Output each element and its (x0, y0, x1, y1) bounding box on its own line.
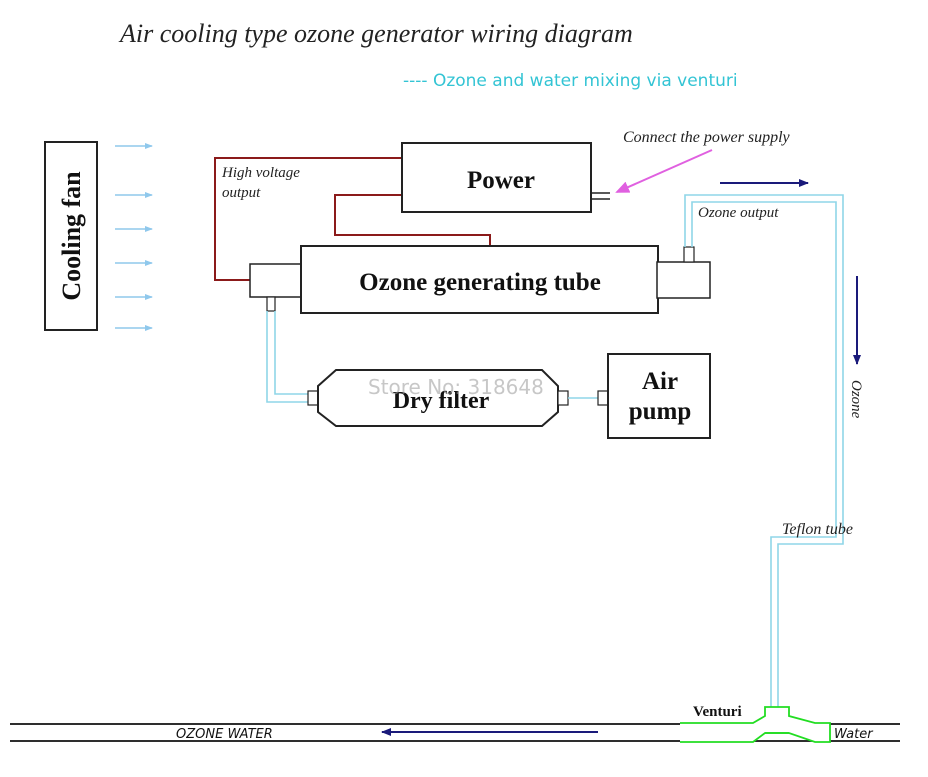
store-watermark: Store No: 318648 (368, 375, 544, 399)
cooling-fan: Cooling fan (44, 141, 98, 331)
ozone-tube-label: Ozone generating tube (359, 269, 601, 296)
dry-filter-label: Dry filter (393, 388, 490, 414)
diagram-title: Air cooling type ozone generator wiring … (118, 19, 633, 48)
high-voltage-wires (214, 157, 491, 281)
connect-power-label: Connect the power supply (623, 129, 791, 146)
flow-arrows (381, 179, 861, 736)
teflon-tube-label: Teflon tube (782, 521, 853, 538)
power-unit: Power (401, 142, 610, 213)
air-pump-label-line2: pump (629, 398, 692, 425)
dry-filter: Dry filter (307, 369, 569, 427)
cooling-fan-label: Cooling fan (57, 171, 86, 301)
water-label: Water (834, 727, 874, 742)
ozone-output-label: Ozone output (698, 205, 779, 221)
hv-wire-inner (334, 194, 491, 246)
tube-filter-outer (266, 311, 312, 403)
high-voltage-label-line1: High voltage (221, 165, 300, 181)
air-pump: Air pump (597, 353, 711, 439)
connect-power-pointer (615, 149, 713, 193)
tube-filter-inner (274, 311, 312, 395)
venturi-label: Venturi (693, 704, 742, 720)
ozone-label: Ozone (848, 380, 864, 419)
teflon-tubing (266, 194, 844, 708)
venturi (680, 706, 831, 743)
hv-wire-outer (214, 157, 402, 281)
legend-text: ---- Ozone and water mixing via venturi (403, 71, 738, 91)
fan-airflow-arrows (115, 143, 153, 331)
high-voltage-label-line2: output (222, 185, 261, 201)
tube-outlet-outer (684, 194, 844, 708)
ozone-water-label: OZONE WATER (176, 727, 273, 742)
power-label: Power (467, 167, 535, 194)
ozone-generating-tube: Ozone generating tube (249, 245, 711, 314)
tube-outlet-inner (691, 201, 837, 708)
air-pump-label-line1: Air (642, 368, 678, 395)
